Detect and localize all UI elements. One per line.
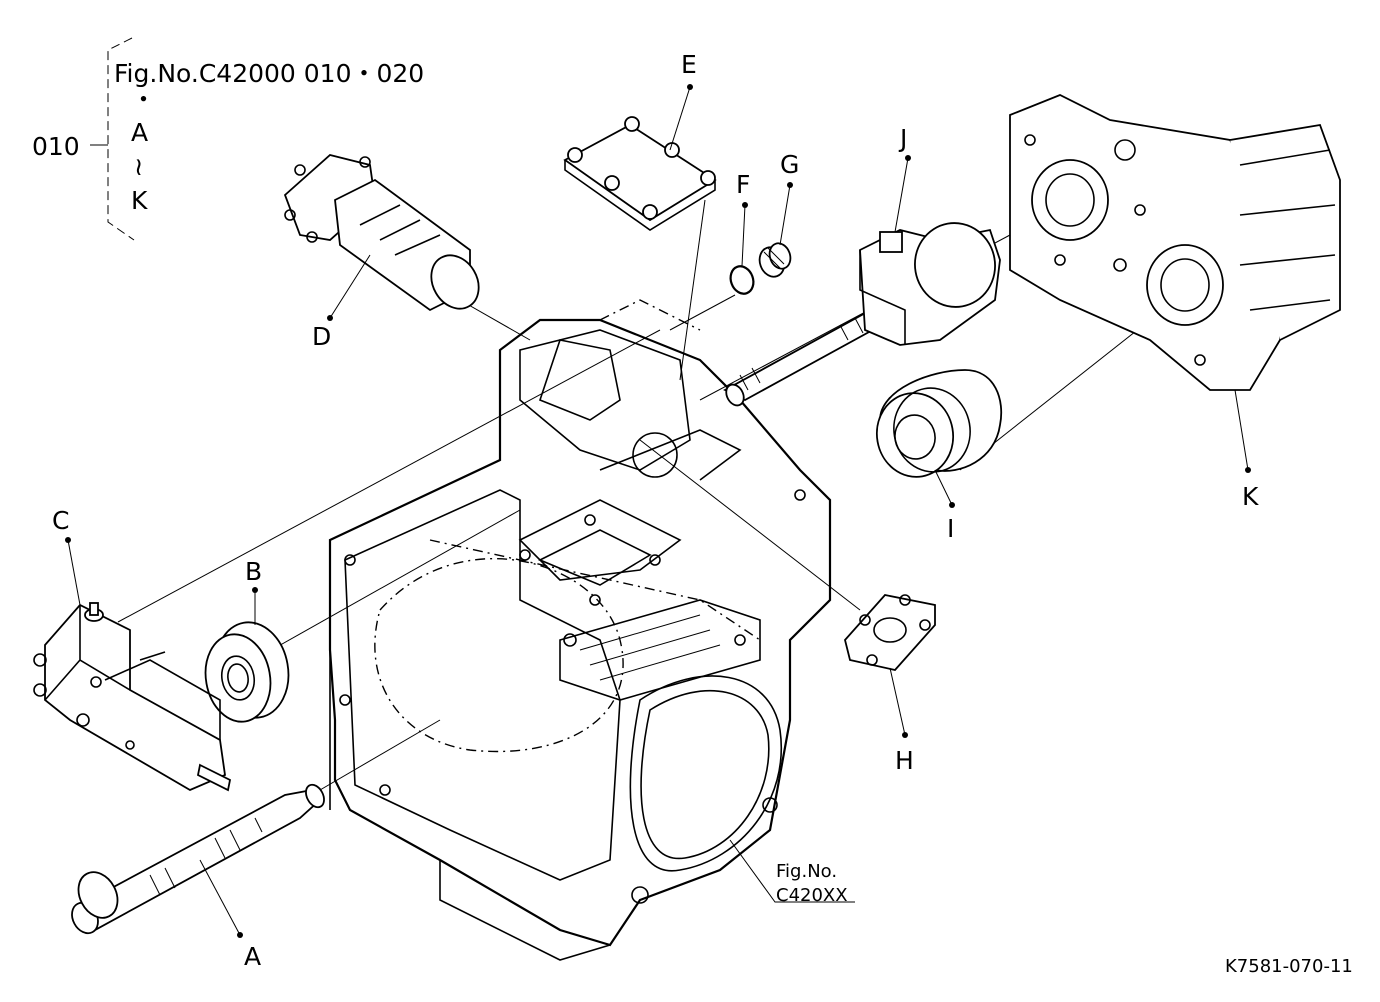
transmission-case [328,299,832,961]
part-g-plug [758,242,792,278]
axis-lines [117,234,1151,791]
group-code-text: 010 [32,132,80,161]
callout-a: A [244,942,261,971]
callout-j: J [898,124,907,153]
part-k-housing [1009,94,1341,391]
callout-g: G [780,150,799,179]
reference-line2: C420XX [776,885,848,906]
part-b-bearing [204,621,290,723]
bullet-text: ・ [131,85,156,114]
part-f-oring [729,265,755,295]
drawing-id: K7581-070-11 [1225,956,1353,977]
callout-labels: A B C D E F G H I J K [52,50,1259,971]
range-start-text: A [131,118,148,147]
callout-i: I [947,514,954,543]
part-e-cover [563,116,717,231]
fig-ref-text: Fig.No.C42000 010・020 [114,59,424,88]
callout-f: F [736,170,750,199]
part-c-valve [33,602,232,792]
range-end-text: K [131,186,148,215]
reference-line1: Fig.No. [776,861,837,882]
header-group: Fig.No.C42000 010・020 ・ A ≀ K 010 [32,37,424,241]
reference-group: Fig.No. C420XX [776,861,848,906]
part-h-flange [844,594,936,671]
part-j-shaft-clutch [723,222,1001,407]
callout-e: E [681,50,697,79]
callout-d: D [312,322,331,351]
part-d-actuator [283,154,480,312]
callout-k: K [1242,482,1259,511]
range-sep-text: ≀ [134,152,143,181]
leader-lines [65,84,1251,938]
callout-h: H [895,746,914,775]
part-i-drum [875,369,1003,478]
part-a-shaft [71,783,325,935]
callout-c: C [52,506,69,535]
callout-b: B [245,557,262,586]
